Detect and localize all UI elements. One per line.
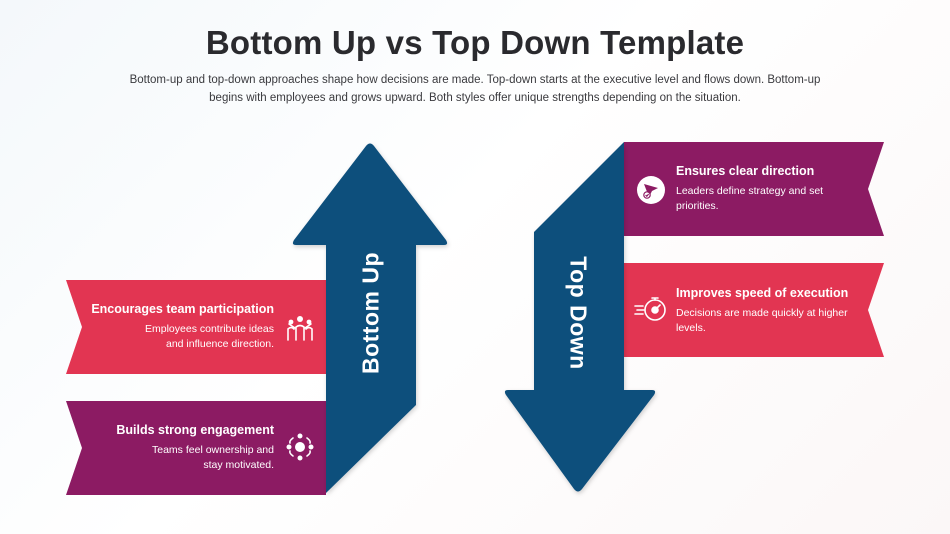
item-description: Teams feel ownership and stay motivated. — [152, 444, 274, 471]
item-heading: Improves speed of execution — [676, 286, 849, 300]
item-clear-direction: Ensures clear direction Leaders define s… — [676, 164, 856, 214]
item-description: Employees contribute ideas and influence… — [145, 323, 274, 350]
item-description: Leaders define strategy and set prioriti… — [676, 185, 824, 212]
direction-icon — [637, 176, 665, 204]
team-icon — [287, 316, 313, 341]
bottom-up-arrow — [292, 143, 448, 493]
item-strong-engagement: Builds strong engagement Teams feel owne… — [90, 423, 274, 473]
top-down-label: Top Down — [565, 256, 592, 370]
item-heading: Encourages team participation — [91, 302, 274, 316]
engagement-icon — [286, 433, 314, 461]
ribbon-team-participation — [66, 280, 326, 374]
item-heading: Ensures clear direction — [676, 164, 815, 178]
item-description: Decisions are made quickly at higher lev… — [676, 307, 848, 334]
speed-icon — [634, 297, 666, 321]
item-speed-execution: Improves speed of execution Decisions ar… — [676, 286, 860, 336]
item-heading: Builds strong engagement — [116, 423, 274, 437]
ribbon-clear-direction — [624, 142, 884, 236]
top-down-arrow — [504, 142, 656, 492]
page-subtitle: Bottom-up and top-down approaches shape … — [129, 74, 821, 104]
ribbon-strong-engagement — [66, 401, 326, 495]
ribbon-speed-execution — [624, 263, 884, 357]
item-team-participation: Encourages team participation Employees … — [90, 302, 274, 352]
page-title: Bottom Up vs Top Down Template — [205, 24, 745, 61]
bottom-up-label: Bottom Up — [357, 251, 384, 375]
